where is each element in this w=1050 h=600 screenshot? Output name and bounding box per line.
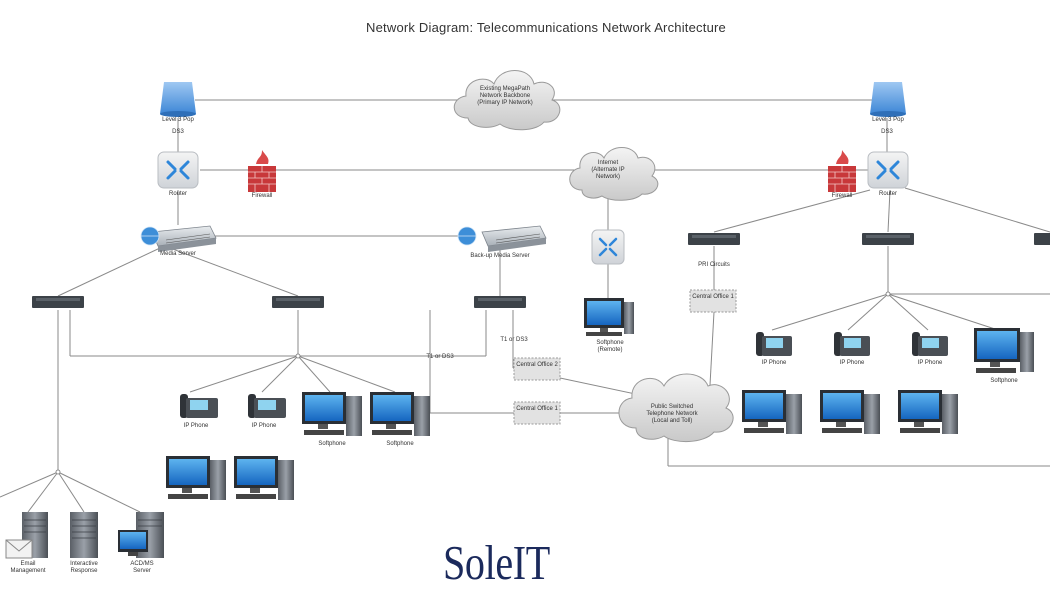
central-office-1-right-label: Central Office 1 [692,294,734,300]
backup-media-server-label: Back-up Media Server [470,253,530,259]
central-office-2-box [513,357,561,381]
softphone-2-label: Softphone [386,441,414,447]
computer-desk1-icon [166,456,226,500]
cloud-backbone-icon [453,70,561,131]
central-office-boxes [513,289,737,425]
brand-logo-text: SoleIT [443,535,550,590]
pop-left-icon [160,82,196,117]
switch-right1-icon [688,233,740,245]
t1-ds3-label-b: T1 or DS3 [500,337,528,343]
router-right-label: Router [878,191,897,197]
switch-right3-icon [1034,233,1050,245]
computer-icons [166,298,1034,500]
central-office-2-label: Central Office 2 [516,362,558,368]
server-towers [5,512,164,559]
softphone-r-label: Softphone [990,378,1018,384]
switch-backup-icon [474,296,526,308]
connection-lines [0,99,1050,513]
central-office-1-right-box [689,289,737,313]
ip-phone-1-icon [180,394,218,418]
computer-softphone-r-icon [974,328,1034,373]
pop-right-label: Level 3 Pop [872,117,904,123]
switches [32,233,1050,308]
router-internet-icon [591,229,625,265]
ip-phone-r3-icon [912,332,948,356]
ip-phone-r1-icon [756,332,792,356]
switch-left-icon [32,296,84,308]
ip-phone-1-label: IP Phone [183,423,209,429]
ivr-server-icon [70,512,98,558]
pop-right-icon [870,82,906,117]
cloud-pstn-icon [618,373,734,442]
pop-left-label: Level 3 Pop [162,117,194,123]
computer-softphone1-icon [302,392,362,436]
switch-right2-icon [862,233,914,245]
ip-phone-r2-icon [834,332,870,356]
router-right-icon [867,151,909,189]
media-server-label: Media Server [160,251,196,257]
computer-r2-icon [820,390,880,434]
ip-phone-2-label: IP Phone [251,423,277,429]
interactive-response-label: Interactive Response [70,561,98,574]
ip-phone-r3-label: IP Phone [917,360,943,366]
cloud-internet-icon [569,147,659,201]
acd-server-icon [118,512,164,558]
email-server-icon [5,512,48,559]
router-left-label: Router [168,191,187,197]
ip-phone-r1-label: IP Phone [761,360,787,366]
pri-circuits-label: PRI Circuits [698,262,730,268]
firewall-left-label: Firewall [251,193,273,199]
cloud-backbone-label: Existing MegaPath Network Backbone (Prim… [477,86,533,106]
ip-phone-icons [180,332,948,418]
t1-ds3-label: T1 or DS3 [426,354,454,360]
junction-dots [55,291,891,475]
router-left-icon [157,151,199,189]
ip-phone-2-icon [248,394,286,418]
backup-media-server-icon [457,225,547,252]
softphone-remote-label: Softphone (Remote) [596,340,624,353]
ds3-right-label: DS3 [881,129,893,135]
ip-phone-r2-label: IP Phone [839,360,865,366]
computer-softphone2-icon [370,392,430,436]
ds3-left-label: DS3 [172,129,184,135]
firewall-right-icon [828,150,856,192]
cloud-pstn-label: Public Switched Telephone Network (Local… [646,404,698,424]
diagram-title: Network Diagram: Telecommunications Netw… [366,20,726,35]
email-management-label: Email Management [10,561,46,574]
central-office-1-label: Central Office 1 [516,406,558,412]
switch-mid-icon [272,296,324,308]
central-office-1-box [513,401,561,425]
firewall-left-icon [248,150,276,192]
cloud-internet-label: Internet (Alternate IP Network) [591,160,625,180]
computer-r1-icon [742,390,802,434]
computer-desk2-icon [234,456,294,500]
computer-r3-icon [898,390,958,434]
firewall-right-label: Firewall [831,193,853,199]
computer-remote-icon [584,298,634,336]
softphone-1-label: Softphone [318,441,346,447]
acd-server-label: ACD/MS Server [130,561,154,574]
media-server-icon [140,225,217,252]
